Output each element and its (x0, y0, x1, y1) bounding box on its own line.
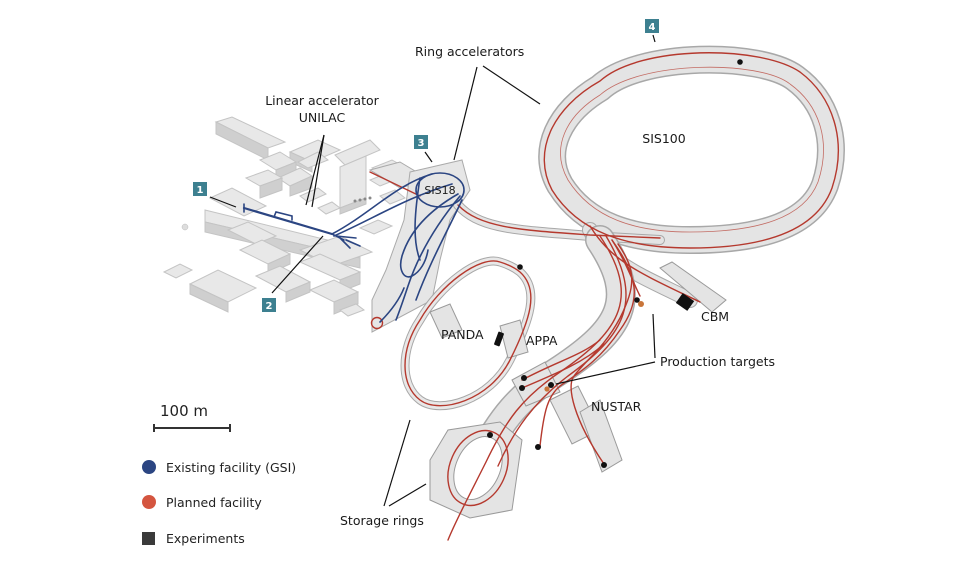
experiments (487, 59, 743, 468)
legend-label: Experiments (166, 530, 245, 546)
label-linear-accelerator: Linear accelerator (265, 93, 379, 108)
svg-text:2: 2 (266, 301, 273, 312)
legend-label: Planned facility (166, 494, 262, 510)
label-unilac: UNILAC (299, 110, 346, 125)
svg-text:4: 4 (649, 22, 656, 33)
label-production-targets: Production targets (660, 354, 775, 369)
legend-item-existing: Existing facility (GSI) (142, 458, 296, 476)
badge-2: 2 (262, 298, 276, 312)
label-storage-rings: Storage rings (340, 513, 424, 528)
cbm-hall (659, 261, 727, 313)
legend-item-planned: Planned facility (142, 493, 262, 511)
label-nustar: NUSTAR (591, 399, 642, 414)
badge-1: 1 (193, 182, 207, 196)
label-panda: PANDA (441, 327, 484, 342)
experiments-icon (142, 531, 155, 545)
appa-experiment (494, 331, 504, 347)
round-structure (181, 223, 189, 231)
label-cbm: CBM (701, 309, 729, 324)
nustar-hall-3 (579, 399, 623, 473)
legend-item-experiments: Experiments (142, 529, 245, 547)
scale-bar (153, 424, 231, 432)
legend: 100 m Existing facility (GSI) Planned fa… (140, 400, 340, 560)
nustar-hall-1 (511, 361, 561, 407)
cbm-experiment (675, 293, 695, 311)
legend-label: Existing facility (GSI) (166, 459, 297, 475)
existing-beamlines (242, 172, 465, 323)
label-sis100: SIS100 (642, 131, 685, 146)
planned-beamlines (369, 52, 839, 541)
leader-lines (209, 34, 656, 507)
badge-3: 3 (414, 135, 428, 149)
planned-facility-icon (142, 495, 156, 509)
label-sis18: SIS18 (424, 184, 455, 197)
badge-4: 4 (645, 19, 659, 33)
production-target-orange (638, 301, 644, 307)
svg-text:1: 1 (197, 185, 204, 196)
label-ring-accelerators: Ring accelerators (415, 44, 524, 59)
appa-hall (499, 319, 529, 359)
experiment-dot (517, 264, 523, 270)
production-target (548, 382, 554, 388)
scale-label: 100 m (160, 402, 209, 420)
panda-hall (429, 303, 463, 339)
svg-text:3: 3 (418, 138, 425, 149)
sis18-ring (415, 172, 465, 208)
existing-facility-icon (142, 460, 156, 474)
production-target-orange (544, 386, 550, 392)
label-appa: APPA (526, 333, 558, 348)
experiment-dot (737, 59, 743, 65)
unilac-line (242, 206, 334, 236)
